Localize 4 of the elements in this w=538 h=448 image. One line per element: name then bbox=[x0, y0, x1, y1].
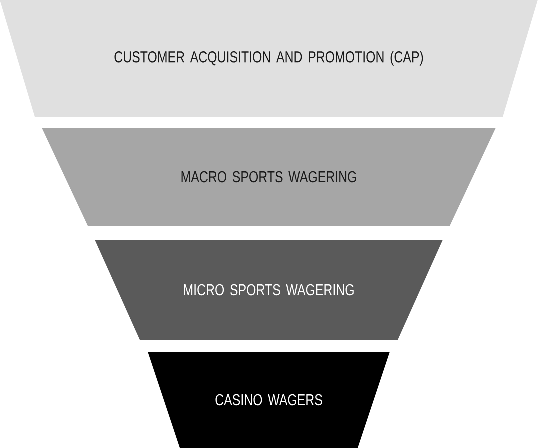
funnel-band: CUSTOMER ACQUISITION AND PROMOTION (CAP) bbox=[0, 0, 538, 117]
funnel-band: MICRO SPORTS WAGERING bbox=[95, 240, 443, 340]
funnel-band: MACRO SPORTS WAGERING bbox=[42, 128, 496, 226]
funnel-band: CASINO WAGERS bbox=[148, 352, 390, 448]
